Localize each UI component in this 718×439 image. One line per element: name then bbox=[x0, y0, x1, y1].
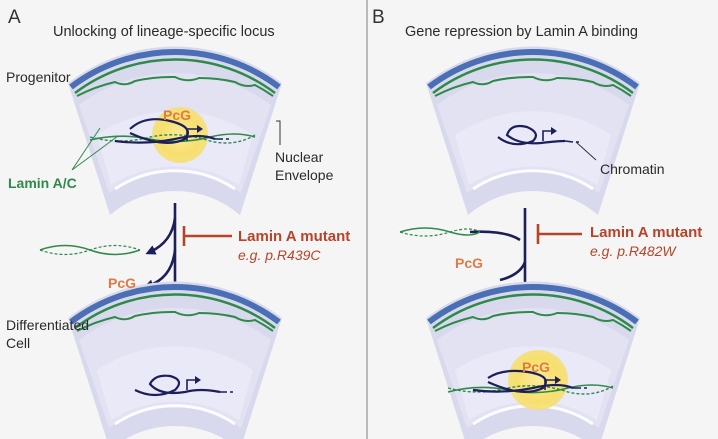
pcg-glow bbox=[508, 350, 568, 410]
chromatin-label: Chromatin bbox=[600, 161, 665, 177]
panel-a-letter: A bbox=[8, 7, 21, 28]
mutant-example-b: e.g. p.R482W bbox=[590, 243, 676, 259]
panel-b-letter: B bbox=[372, 7, 385, 28]
lamin-binding-arrow bbox=[469, 230, 521, 242]
chromatin-pointer bbox=[575, 141, 597, 161]
panel-a-differentiated-nucleus bbox=[68, 281, 282, 439]
lamin-release-arrow bbox=[145, 217, 177, 255]
chromatin-loop bbox=[497, 124, 566, 146]
panel-b-top-nucleus bbox=[426, 46, 640, 215]
envelope-pointer bbox=[276, 120, 281, 145]
lamin-ac-label: Lamin A/C bbox=[8, 175, 77, 191]
mutant-label-a: Lamin A mutant bbox=[238, 228, 351, 245]
chromatin-loop bbox=[134, 374, 221, 397]
pcg-binding-arrow bbox=[499, 261, 527, 282]
inhibition-bar-b bbox=[536, 224, 582, 244]
pcg-release-arrow bbox=[143, 249, 177, 290]
panel-b-title: Gene repression by Lamin A binding bbox=[405, 24, 638, 40]
mutant-example-a: e.g. p.R439C bbox=[238, 247, 321, 263]
nuclear-envelope-label-line1: Nuclear bbox=[275, 149, 324, 165]
inhibition-bar-a bbox=[182, 226, 232, 246]
differentiated-label-line1: Differentiated bbox=[6, 317, 90, 333]
pcg-label-bottom: PcG bbox=[522, 359, 551, 375]
panel-b-bottom-nucleus bbox=[426, 281, 640, 439]
progenitor-label: Progenitor bbox=[6, 69, 71, 85]
lamin-pointer-lines bbox=[71, 127, 119, 171]
mutant-label-b: Lamin A mutant bbox=[590, 224, 703, 241]
chromatin-strand bbox=[472, 369, 574, 393]
pcg-label-progenitor: PcG bbox=[163, 107, 192, 123]
panel-a-title: Unlocking of lineage-specific locus bbox=[53, 24, 275, 40]
pcg-released-label: PcG bbox=[108, 275, 137, 291]
panel-a-progenitor-nucleus bbox=[68, 46, 282, 215]
differentiated-label-line2: Cell bbox=[6, 335, 31, 351]
pcg-arrow-label: PcG bbox=[455, 255, 484, 271]
nuclear-envelope-label-line2: Envelope bbox=[275, 167, 334, 183]
